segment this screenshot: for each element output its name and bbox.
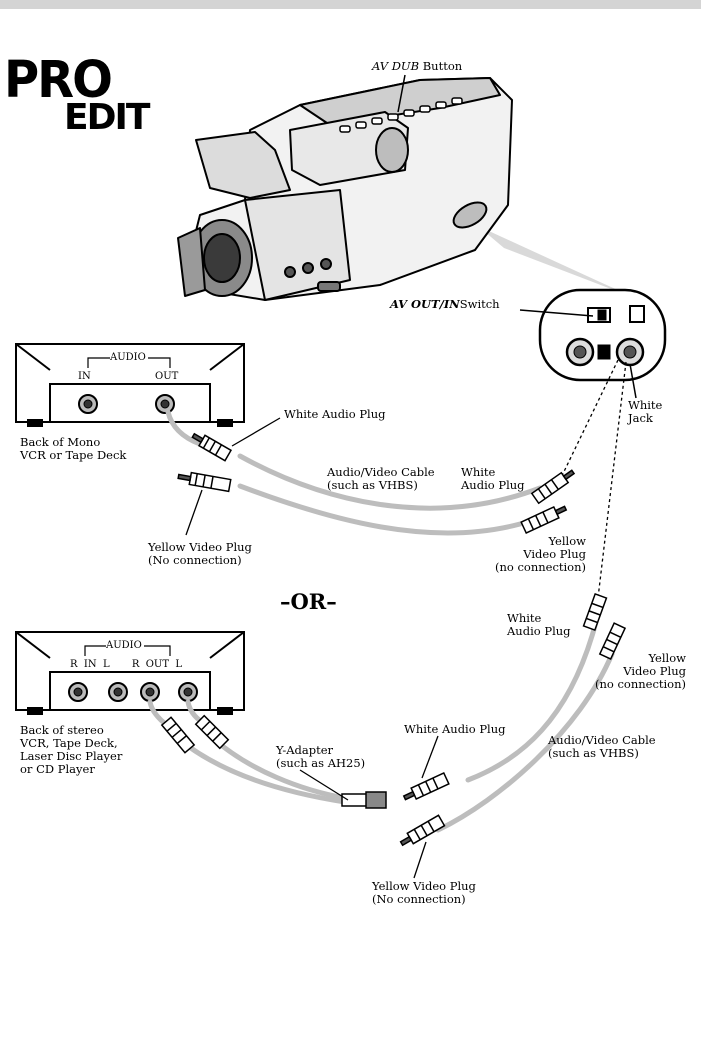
white-audio-plug-stereo-mid-label: White Audio Plug [404, 722, 506, 736]
av-switch-leader [519, 309, 594, 317]
mono-out-label: OUT [155, 371, 179, 382]
av-dub-button-label: AV DUB Button [372, 59, 463, 73]
mono-in-label: IN [78, 371, 91, 382]
mono-audio-label: AUDIO [110, 352, 146, 363]
or-separator: –OR– [280, 589, 337, 614]
yellow-video-plug-mono-right [520, 505, 568, 535]
white-jack-leader [629, 363, 637, 399]
white-audio-plug-stereo-mid [402, 771, 450, 801]
y-adapter-left-plug-b [194, 714, 230, 750]
av-dub-leader [397, 74, 406, 113]
logo-pro: PRO [4, 50, 113, 110]
stereo-jack-labels: R IN L R OUT L [70, 659, 183, 670]
dashed-connection-stereo [597, 361, 627, 599]
dashed-connection-mono [557, 359, 619, 485]
white-audio-plug-mono-left [191, 432, 233, 462]
yellow-video-plug-mono-leader [185, 489, 203, 536]
y-adapter-label: Y-Adapter(such as AH25) [276, 743, 366, 770]
top-bar [0, 0, 701, 9]
mono-plugs [177, 432, 576, 535]
yellow-video-plug-mono-left-label: Yellow Video Plug(No connection) [148, 540, 252, 567]
white-audio-plug-stereo-mid-leader [421, 735, 439, 779]
white-audio-plug-mono-leader [231, 417, 281, 447]
yellow-video-plug-stereo-bottom-leader [413, 841, 427, 879]
white-audio-plug-stereo-top [582, 593, 608, 631]
mono-cables [165, 409, 543, 536]
av-switch-detail [538, 288, 667, 382]
stereo-audio-bracket [84, 645, 171, 656]
yellow-video-plug-stereo-bottom [399, 814, 446, 847]
yellow-video-plug-stereo-top [598, 622, 627, 661]
mono-audio-bracket [87, 357, 171, 368]
white-audio-plug-mono-right [530, 469, 576, 505]
logo-edit: EDIT [64, 97, 150, 138]
white-audio-plug-mono-label: White Audio Plug [284, 407, 386, 421]
stereo-plugs [160, 593, 627, 847]
mono-vcr-panel [15, 343, 245, 427]
stereo-device-panel [15, 631, 245, 715]
mono-cable-label: Audio/Video Cable(such as VHBS) [327, 465, 435, 492]
stereo-cable-label: Audio/Video Cable(such as VHBS) [548, 733, 656, 760]
av-switch-label: AV OUT/INSwitch [390, 297, 500, 311]
y-adapter-jack [341, 791, 387, 809]
stereo-audio-label: AUDIO [106, 640, 142, 651]
yellow-video-plug-mono-left [177, 471, 232, 493]
y-adapter-left-plug-a [160, 716, 196, 754]
y-adapter-leader [299, 769, 349, 801]
yellow-video-plug-stereo-bottom-label: Yellow Video Plug(No connection) [372, 879, 476, 906]
camcorder-illustration [177, 77, 513, 301]
